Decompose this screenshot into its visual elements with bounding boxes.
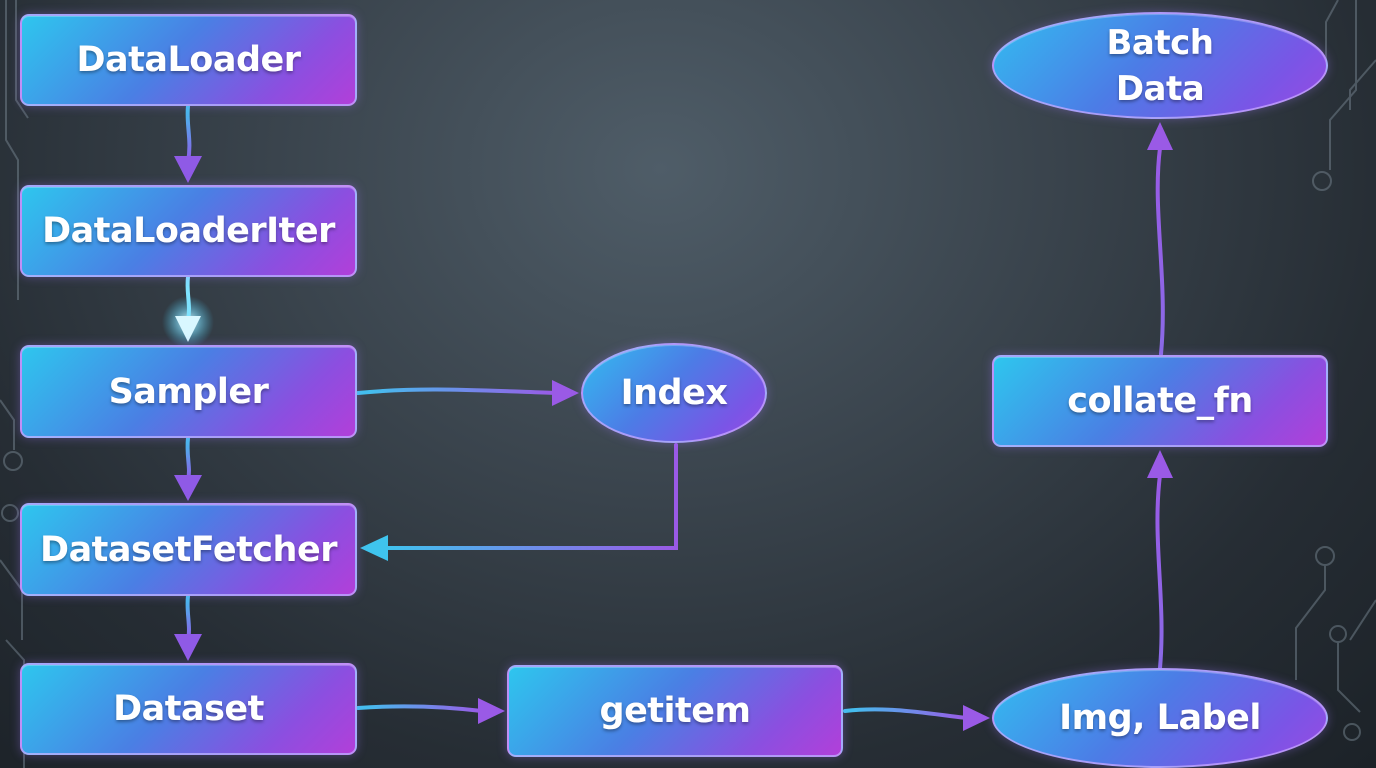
edge-fetcher-to-dataset <box>185 594 191 642</box>
circuit-trace-right-4 <box>1295 566 1326 680</box>
edge-sampler-to-fetcher <box>185 436 191 482</box>
node-dataset: Dataset <box>20 663 357 755</box>
circuit-node-left <box>3 451 23 471</box>
edge-getitem-to-imglabel-arrowhead <box>963 705 990 731</box>
circuit-node-right-top <box>1312 171 1332 191</box>
node-sampler: Sampler <box>20 345 357 438</box>
circuit-trace-right-6 <box>1349 599 1376 641</box>
circuit-node-right-low <box>1329 625 1347 643</box>
circuit-trace-left-1 <box>5 0 19 300</box>
circuit-trace-left-2 <box>15 0 29 119</box>
edge-dataset-to-getitem-arrowhead <box>478 698 505 724</box>
node-batch-data: Batch Data <box>992 12 1328 119</box>
edge-collate-to-batch-arrowhead <box>1147 122 1173 150</box>
node-img-label: Img, Label <box>992 668 1328 768</box>
edge-imglabel-to-collate <box>1155 473 1164 670</box>
circuit-node-right-mid <box>1315 546 1335 566</box>
batch-data-line-2: Data <box>1115 68 1205 109</box>
node-datasetfetcher: DatasetFetcher <box>20 503 357 596</box>
circuit-trace-left-4 <box>0 559 23 640</box>
edge-sampler-to-index <box>356 387 558 395</box>
node-dataloaderiter: DataLoaderIter <box>20 185 357 277</box>
batch-data-line-1: Batch <box>1106 22 1214 63</box>
edge-dataloader-to-iter <box>185 104 192 164</box>
edge-collate-to-batch <box>1155 146 1165 356</box>
circuit-trace-right-5 <box>1337 642 1361 713</box>
circuit-trace-right-1 <box>1325 0 1339 70</box>
circuit-node-right-bottom <box>1343 723 1361 741</box>
edges <box>162 104 1173 731</box>
edge-getitem-to-imglabel <box>843 707 969 720</box>
edge-dataset-to-getitem <box>356 704 484 713</box>
node-collate-fn: collate_fn <box>992 355 1328 447</box>
edge-sampler-to-fetcher-arrowhead <box>174 475 202 501</box>
node-dataloader: DataLoader <box>20 14 357 106</box>
edge-iter-to-sampler <box>185 275 191 322</box>
node-index: Index <box>581 343 767 443</box>
edge-fetcher-to-dataset-arrowhead <box>174 634 202 661</box>
circuit-trace-right-3 <box>1349 59 1376 110</box>
circuit-trace-left-3 <box>0 399 15 450</box>
node-getitem: getitem <box>507 665 843 757</box>
edge-iter-to-sampler-arrowhead <box>175 316 201 342</box>
edge-dataloader-to-iter-arrowhead <box>174 156 202 183</box>
circuit-node-left-2 <box>1 504 19 522</box>
edge-index-to-fetcher-arrowhead <box>360 535 388 561</box>
edge-sampler-to-index-arrowhead <box>552 380 579 406</box>
edge-imglabel-to-collate-arrowhead <box>1147 450 1173 478</box>
edge-index-to-fetcher <box>382 443 678 550</box>
circuit-trace-right-2 <box>1329 0 1357 170</box>
